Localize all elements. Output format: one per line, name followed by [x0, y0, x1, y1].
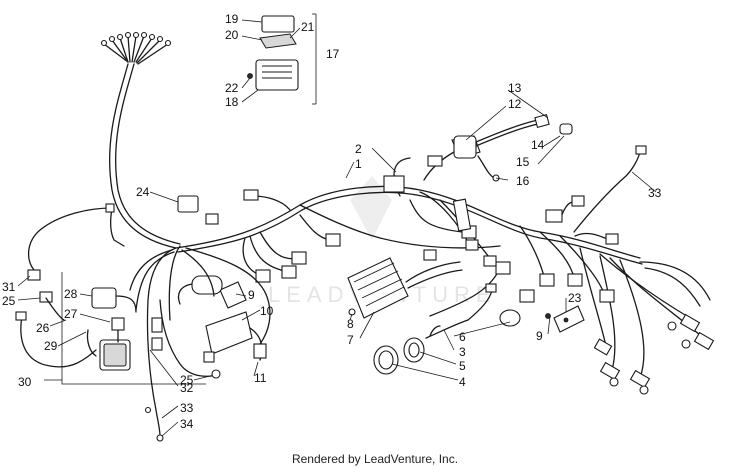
label-7: 7 — [347, 333, 354, 347]
label-2: 2 — [355, 142, 362, 156]
label-33-right: 33 — [648, 186, 662, 200]
label-18: 18 — [225, 95, 239, 109]
rear-light-connectors — [593, 261, 715, 395]
label-20: 20 — [225, 28, 239, 42]
label-4: 4 — [459, 375, 466, 389]
label-22: 22 — [225, 81, 239, 95]
label-11: 11 — [254, 371, 267, 385]
leader-lines — [17, 19, 657, 437]
sensor-module — [177, 275, 223, 305]
label-6: 6 — [459, 330, 466, 344]
label-24: 24 — [136, 185, 150, 199]
label-15: 15 — [516, 155, 530, 169]
ignition-coil-assembly — [423, 113, 573, 182]
label-10: 10 — [260, 304, 274, 318]
label-25-left: 25 — [2, 294, 16, 308]
label-31: 31 — [2, 280, 16, 294]
label-25-bottom: 25 — [180, 373, 194, 387]
left-harness-branches — [129, 245, 271, 442]
label-29: 29 — [44, 339, 58, 353]
far-left-wires — [15, 203, 125, 368]
label-34: 34 — [180, 417, 194, 431]
footer-credit: Rendered by LeadVenture, Inc. — [291, 452, 459, 466]
label-17: 17 — [326, 47, 340, 61]
switch-assembly — [373, 283, 521, 375]
switch-plate — [545, 305, 585, 333]
label-28: 28 — [64, 287, 78, 301]
label-30: 30 — [18, 375, 32, 389]
label-14: 14 — [531, 138, 545, 152]
fuse-box — [247, 13, 317, 105]
label-33-bottom: 33 — [180, 401, 194, 415]
label-26: 26 — [36, 321, 50, 335]
label-3: 3 — [459, 345, 466, 359]
callout-labels: 1 2 3 4 5 6 7 8 9 9 10 11 12 13 14 15 16… — [2, 12, 662, 431]
label-1: 1 — [355, 157, 362, 171]
label-13: 13 — [508, 81, 522, 95]
label-5: 5 — [459, 359, 466, 373]
label-8: 8 — [347, 317, 354, 331]
label-23: 23 — [568, 291, 582, 305]
connector-24 — [177, 195, 219, 225]
relay-assembly — [61, 272, 206, 385]
voltage-regulator — [347, 257, 463, 319]
label-9-right: 9 — [536, 329, 543, 343]
label-9-left: 9 — [248, 288, 255, 302]
label-12: 12 — [508, 97, 522, 111]
label-32: 32 — [180, 381, 194, 395]
headlight-wire-fan — [100, 31, 181, 249]
wire-33 — [573, 145, 647, 233]
label-16: 16 — [516, 174, 530, 188]
label-27: 27 — [64, 307, 78, 321]
main-wiring-harness — [175, 157, 701, 379]
label-19: 19 — [225, 12, 239, 26]
label-21: 21 — [301, 20, 315, 34]
